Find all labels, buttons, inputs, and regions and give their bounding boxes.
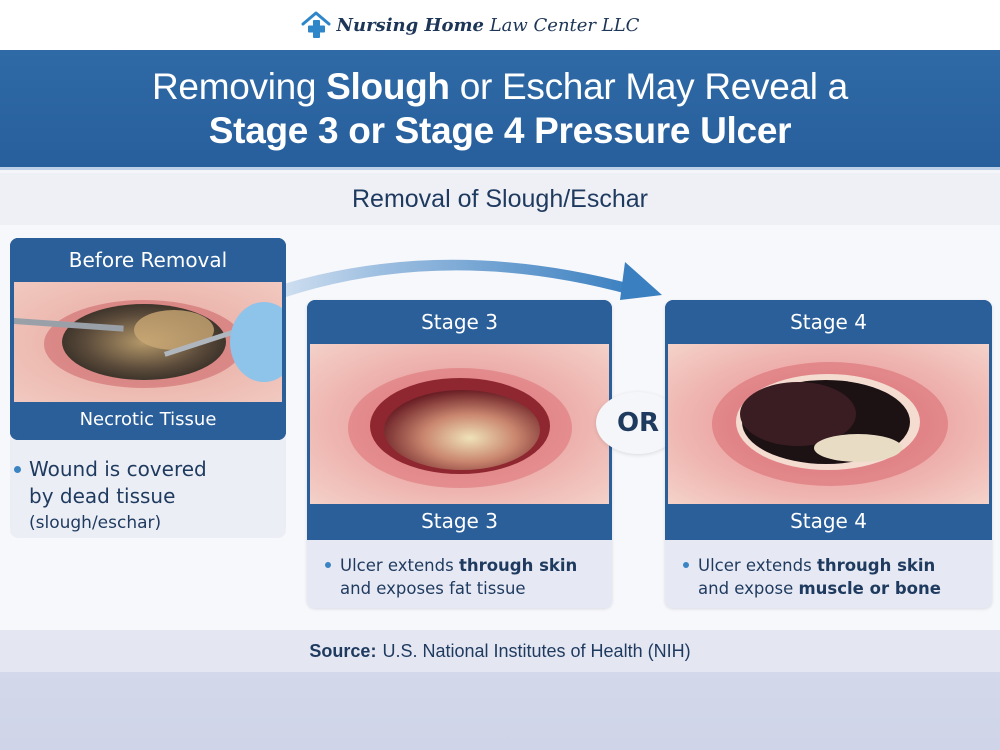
before-bullet-text: Wound is covered [29, 457, 207, 481]
stage-3-description: Ulcer extends through skin and exposes f… [307, 540, 612, 600]
before-card-footer: Necrotic Tissue [10, 402, 286, 440]
hero-text-bold: Pressure Ulcer [534, 109, 792, 151]
before-description: Wound is covered by dead tissue (slough/… [14, 456, 284, 536]
source-label: Source: [309, 640, 377, 661]
hero-title-line-1: Removing Slough or Eschar May Reveal a [0, 65, 1000, 109]
hero-text: Removing [152, 65, 327, 107]
brand-logo: Nursing Home Law Center LLC [301, 10, 640, 40]
desc-text: Ulcer extends [698, 556, 817, 575]
stage-4-bullet: Ulcer extends through skin [683, 554, 978, 577]
curved-arrow-icon [250, 259, 662, 308]
bullet-dot-icon [325, 562, 331, 568]
before-removal-card: Before Removal Necrotic Tiss [10, 238, 286, 440]
hero-banner: Removing Slough or Eschar May Reveal a S… [0, 50, 1000, 170]
desc-text-bold: through skin [458, 556, 578, 575]
before-bullet-note: (slough/eschar) [29, 513, 162, 533]
stage-4-description: Ulcer extends through skin and expose mu… [665, 540, 992, 600]
source-footer: Source: U.S. National Institutes of Heal… [0, 630, 1000, 672]
stage-3-bullet-text: Ulcer extends through skin [340, 554, 577, 577]
stage-4-footer: Stage 4 [665, 504, 992, 540]
stage-4-image-frame: Stage 4 Stage 4 [665, 300, 992, 540]
hero-title-line-2: Stage 3 or Stage 4 Pressure Ulcer [0, 109, 1000, 153]
stage-4-card: Stage 4 Stage 4 [665, 300, 992, 608]
necrotic-wound-photo [14, 282, 282, 402]
stage-3-bullet: Ulcer extends through skin [325, 554, 598, 577]
stage-4-ulcer-photo [668, 344, 989, 504]
stage-3-bullet-text-2: and exposes fat tissue [340, 579, 526, 598]
stage-3-ulcer-photo [310, 344, 609, 504]
brand-bar: Nursing Home Law Center LLC [0, 0, 1000, 50]
stage-4-bullet-text: Ulcer extends through skin [698, 554, 935, 577]
stage-4-header: Stage 4 [665, 300, 992, 344]
or-label: OR [616, 408, 660, 438]
before-bullet: Wound is covered [14, 456, 284, 483]
before-bullet-text-2: by dead tissue [29, 484, 176, 508]
subtitle-bar: Removal of Slough/Eschar [0, 173, 1000, 225]
brand-name-regular: Law Center LLC [489, 14, 640, 36]
source-text: U.S. National Institutes of Health (NIH) [382, 640, 691, 661]
hero-text-bold: Stage 3 or Stage 4 [208, 109, 535, 151]
desc-text: Ulcer extends [340, 556, 459, 575]
desc-text-bold: muscle or bone [798, 579, 941, 598]
hero-text: or Eschar May Reveal a [449, 65, 849, 107]
stage-3-wound-image-icon [310, 344, 609, 504]
stage-4-wound-image-icon [668, 344, 989, 504]
desc-text-bold: through skin [816, 556, 936, 575]
stage-3-footer: Stage 3 [307, 504, 612, 540]
house-medical-cross-icon [301, 11, 331, 38]
desc-text: and expose [698, 579, 799, 598]
wound-image-icon [14, 282, 282, 402]
bullet-dot-icon [14, 466, 21, 473]
stage-4-bullet-text-2: and expose muscle or bone [683, 577, 978, 600]
brand-name: Nursing Home Law Center LLC [337, 15, 640, 36]
stage-3-image-frame: Stage 3 [307, 300, 612, 540]
bottom-band [0, 672, 1000, 750]
subtitle: Removal of Slough/Eschar [352, 184, 648, 213]
stage-3-card: Stage 3 [307, 300, 612, 608]
hero-text-bold: Slough [326, 65, 450, 107]
bullet-dot-icon [683, 562, 689, 568]
before-card-header: Before Removal [10, 238, 286, 282]
stage-3-header: Stage 3 [307, 300, 612, 344]
brand-name-bold: Nursing Home [336, 14, 484, 36]
